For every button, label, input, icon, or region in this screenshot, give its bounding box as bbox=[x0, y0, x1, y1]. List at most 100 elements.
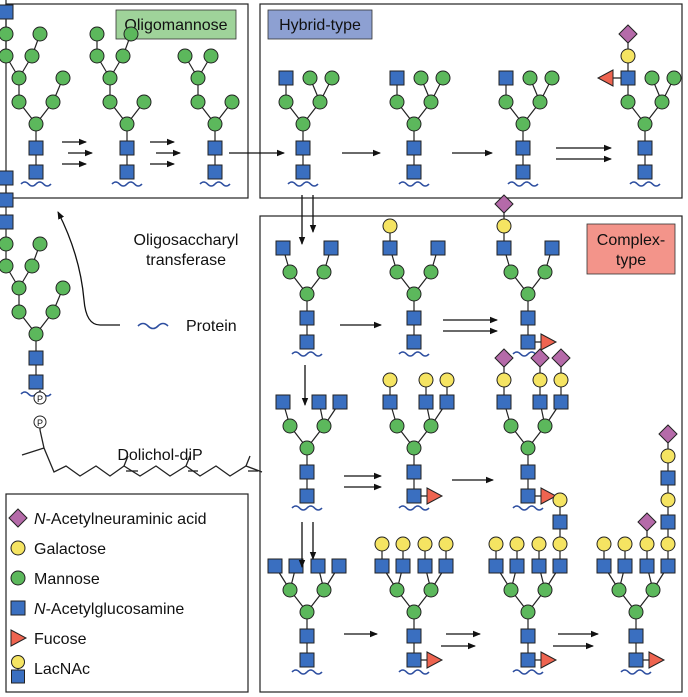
complex-panel bbox=[259, 215, 683, 693]
mannose-icon bbox=[102, 94, 118, 110]
galactose-icon bbox=[496, 372, 512, 388]
glcnac-icon bbox=[406, 628, 422, 644]
oligomannose-panel bbox=[5, 3, 249, 199]
mannose-icon bbox=[299, 286, 315, 302]
fucose-icon bbox=[648, 651, 666, 669]
legend-label-neuac: N-Acetylneuraminic acid bbox=[34, 511, 207, 528]
mannose-icon bbox=[207, 116, 223, 132]
mannose-icon bbox=[11, 94, 27, 110]
glcnac-icon bbox=[119, 140, 135, 156]
fucose-icon bbox=[596, 69, 614, 87]
mannose-icon bbox=[389, 418, 405, 434]
glcnac-icon bbox=[520, 488, 536, 504]
glcnac-icon bbox=[382, 394, 398, 410]
galactose-icon bbox=[532, 372, 548, 388]
glycan bbox=[0, 170, 71, 397]
lacnac-glcnac-icon bbox=[11, 669, 25, 684]
mannose-icon bbox=[537, 582, 553, 598]
glcnac-icon bbox=[628, 652, 644, 668]
mannose-icon bbox=[177, 48, 193, 64]
mannose-icon bbox=[316, 264, 332, 280]
glcnac-icon bbox=[28, 164, 44, 180]
mannose-icon bbox=[11, 70, 27, 86]
galactose-icon bbox=[531, 536, 547, 552]
neuac-icon bbox=[494, 194, 514, 214]
mannose-icon bbox=[299, 604, 315, 620]
glcnac-icon bbox=[275, 240, 291, 256]
glycan bbox=[488, 492, 568, 675]
mannose-icon bbox=[645, 582, 661, 598]
neuac-icon bbox=[658, 424, 678, 444]
mannose-icon bbox=[32, 26, 48, 42]
glcnac-icon bbox=[406, 652, 422, 668]
mannose-icon bbox=[0, 26, 14, 42]
glcnac-icon bbox=[637, 164, 653, 180]
legend-label-fucose: Fucose bbox=[34, 631, 87, 648]
mannose-icon bbox=[11, 280, 27, 296]
mannose-icon bbox=[423, 582, 439, 598]
glcnac-icon bbox=[620, 70, 636, 86]
galactose-icon bbox=[439, 372, 455, 388]
glycan bbox=[275, 240, 339, 357]
galactose-circle-icon bbox=[10, 540, 26, 556]
mannose-icon bbox=[532, 94, 548, 110]
fucose-icon bbox=[540, 333, 558, 351]
mannose-icon bbox=[0, 236, 14, 252]
protein-label: Protein bbox=[186, 318, 237, 335]
glcnac-icon bbox=[544, 240, 560, 256]
galactose-icon bbox=[496, 218, 512, 234]
enzyme-label-line1: Oligosaccharyl bbox=[134, 232, 239, 249]
galactose-icon bbox=[660, 448, 676, 464]
phosphate-group: P bbox=[33, 415, 47, 429]
glcnac-icon bbox=[0, 192, 14, 208]
neuac-icon bbox=[551, 348, 571, 368]
legend-label-glcnac: N-Acetylglucosamine bbox=[34, 601, 184, 618]
mannose-icon bbox=[45, 304, 61, 320]
mannose-icon bbox=[389, 264, 405, 280]
mannose-icon bbox=[282, 264, 298, 280]
glcnac-icon bbox=[278, 70, 294, 86]
glycan-structures bbox=[0, 0, 682, 675]
protein-chain-icon bbox=[398, 505, 430, 511]
glcnac-icon bbox=[299, 334, 315, 350]
glcnac-icon bbox=[288, 558, 304, 574]
glcnac-icon bbox=[299, 628, 315, 644]
protein-chain-icon bbox=[291, 351, 323, 357]
mannose-icon bbox=[423, 418, 439, 434]
glycan bbox=[278, 70, 340, 187]
mannose-icon bbox=[498, 94, 514, 110]
galactose-icon bbox=[552, 536, 568, 552]
glycan bbox=[389, 70, 451, 187]
glcnac-icon bbox=[323, 240, 339, 256]
glcnac-icon bbox=[520, 310, 536, 326]
glcnac-icon bbox=[515, 164, 531, 180]
glcnac-icon bbox=[406, 464, 422, 480]
glcnac-icon bbox=[417, 558, 433, 574]
protein-chain-icon bbox=[398, 669, 430, 675]
mannose-icon bbox=[413, 70, 429, 86]
glcnac-icon bbox=[299, 464, 315, 480]
glcnac-icon bbox=[660, 470, 676, 486]
mannose-icon bbox=[299, 440, 315, 456]
mannose-icon bbox=[123, 26, 139, 42]
mannose-icon bbox=[637, 116, 653, 132]
dolichol-chain bbox=[21, 390, 263, 477]
protein-chain-icon bbox=[20, 181, 52, 187]
glcnac-icon bbox=[406, 488, 422, 504]
mannose-icon bbox=[515, 116, 531, 132]
protein-icon bbox=[137, 322, 169, 330]
mannose-icon bbox=[115, 48, 131, 64]
galactose-icon bbox=[395, 536, 411, 552]
galactose-icon bbox=[553, 372, 569, 388]
oligomannose-badge: Oligomannose bbox=[115, 9, 237, 40]
mannose-icon bbox=[24, 48, 40, 64]
complex-badge: Complex- type bbox=[586, 223, 676, 275]
enzyme-label-line2: transferase bbox=[146, 252, 226, 269]
process-arrows bbox=[57, 138, 612, 650]
glcnac-icon bbox=[0, 214, 14, 230]
glcnac-icon bbox=[520, 628, 536, 644]
mannose-icon bbox=[316, 418, 332, 434]
glcnac-icon bbox=[310, 558, 326, 574]
mannose-icon bbox=[522, 70, 538, 86]
lacnac-galactose-icon bbox=[11, 655, 25, 669]
